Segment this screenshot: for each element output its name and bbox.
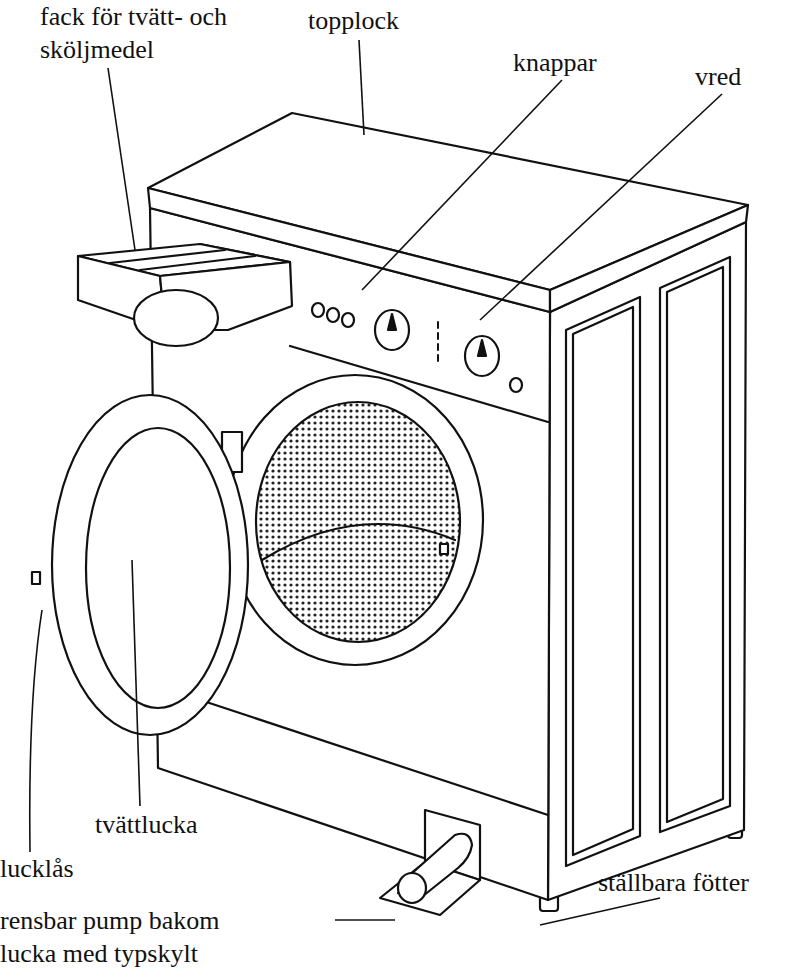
washer-door bbox=[86, 428, 230, 708]
part-label: vred bbox=[695, 60, 795, 93]
pump-hatch bbox=[380, 810, 480, 915]
scale-ticks bbox=[437, 322, 439, 328]
control-knob bbox=[375, 310, 522, 392]
side-panel-relief bbox=[667, 267, 723, 822]
part-label: knappar bbox=[513, 46, 673, 79]
leader-lines bbox=[108, 68, 135, 250]
washer-door bbox=[32, 395, 248, 735]
leader-lines bbox=[30, 40, 722, 925]
control-knob bbox=[510, 378, 522, 392]
leader-lines bbox=[30, 610, 42, 852]
pump-hatch bbox=[398, 873, 426, 903]
side-panel-relief bbox=[566, 297, 640, 866]
leader-lines bbox=[132, 560, 140, 806]
detergent-drawer bbox=[134, 290, 218, 346]
washer-door bbox=[32, 572, 40, 584]
leader-lines bbox=[480, 94, 722, 320]
detergent-drawer bbox=[140, 256, 255, 270]
side-panel-relief bbox=[566, 257, 730, 866]
drum-opening bbox=[227, 375, 483, 665]
control-buttons bbox=[312, 303, 324, 317]
drum-opening bbox=[440, 544, 448, 554]
panel-edge bbox=[170, 690, 548, 815]
scale-ticks bbox=[437, 333, 439, 339]
part-label: tvättlucka bbox=[95, 808, 275, 841]
part-label: rensbar pump bakom lucka med typskylt bbox=[0, 904, 270, 970]
drum-opening bbox=[227, 375, 483, 665]
washing-machine-illustration bbox=[32, 113, 748, 915]
side-panel-relief bbox=[573, 307, 633, 855]
drum-opening bbox=[262, 524, 455, 560]
washer-door bbox=[52, 395, 248, 735]
control-knob bbox=[465, 336, 499, 376]
scale-ticks bbox=[437, 322, 439, 361]
scale-ticks bbox=[437, 355, 439, 361]
part-label: topplock bbox=[308, 4, 468, 37]
control-buttons bbox=[312, 303, 354, 327]
detergent-drawer bbox=[78, 244, 292, 346]
scale-ticks bbox=[437, 344, 439, 350]
side-panel-relief bbox=[660, 257, 730, 832]
control-knob bbox=[388, 314, 396, 330]
drum-opening bbox=[256, 402, 460, 642]
top-lid-edge bbox=[550, 205, 748, 312]
leader-lines bbox=[335, 919, 395, 921]
part-label: lucklås bbox=[0, 852, 150, 885]
part-label: ställbara fötter bbox=[598, 866, 803, 899]
part-label: fack för tvätt- och sköljmedel bbox=[40, 0, 240, 66]
side-panel bbox=[548, 222, 746, 900]
control-buttons bbox=[327, 308, 339, 322]
leader-lines bbox=[362, 80, 562, 290]
leader-lines bbox=[540, 898, 660, 925]
control-knob bbox=[478, 340, 486, 356]
leader-lines bbox=[359, 40, 364, 135]
control-buttons bbox=[342, 313, 354, 327]
control-knob bbox=[375, 310, 409, 350]
